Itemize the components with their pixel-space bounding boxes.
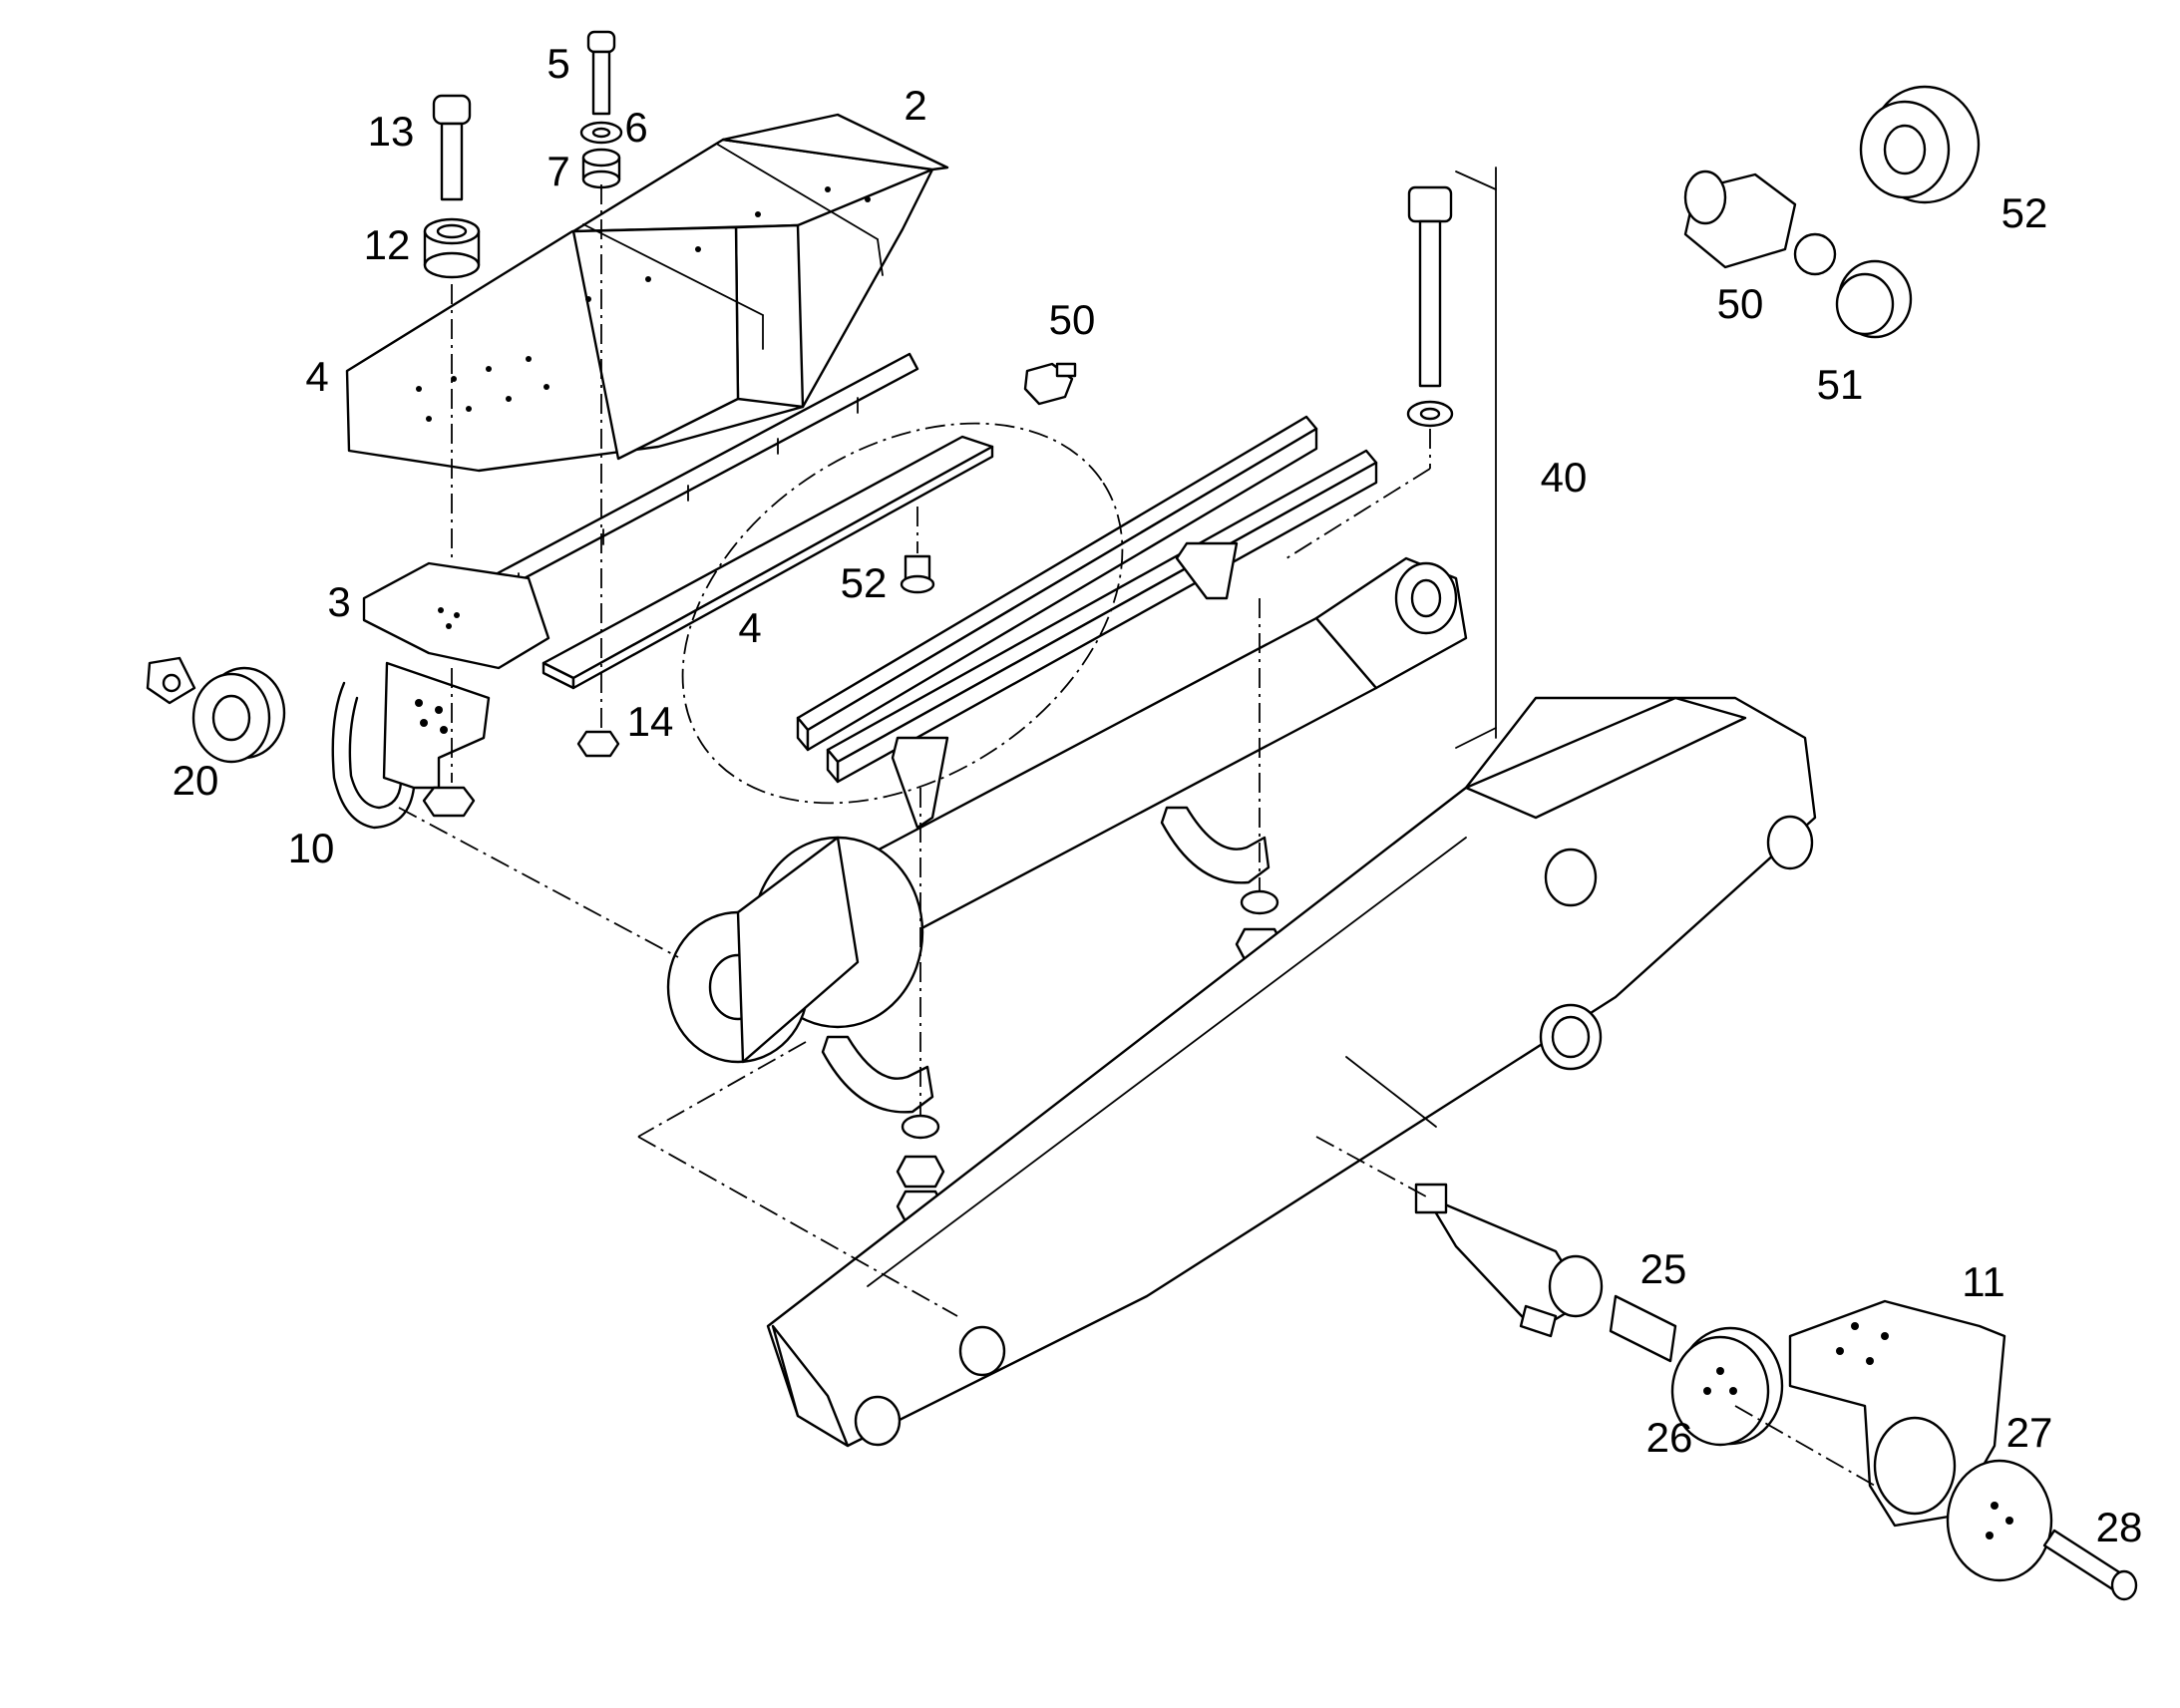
nut-bracket	[422, 786, 476, 818]
bolt-part-28	[2042, 1529, 2138, 1601]
cap-part-52	[900, 554, 935, 594]
bolt-part-5	[586, 30, 616, 116]
callout-12: 12	[363, 221, 411, 268]
disc-part-26	[1670, 1326, 1784, 1447]
callout-10: 10	[287, 825, 335, 871]
clamp-lower-left	[821, 1035, 934, 1114]
bolt-part-25	[1609, 1294, 1677, 1363]
washer-part-6	[579, 121, 623, 145]
callout-2: 2	[904, 82, 927, 129]
callout-28: 28	[2095, 1504, 2143, 1550]
callout-25: 25	[1639, 1245, 1687, 1292]
leader-40-top	[1455, 171, 1497, 190]
callout-4-mid: 4	[738, 604, 762, 651]
callout-13: 13	[367, 108, 415, 155]
plate-part-3	[362, 561, 550, 670]
callout-14: 14	[626, 698, 674, 745]
callout-52-center: 52	[840, 559, 888, 606]
pin-part-25	[1414, 1183, 1604, 1338]
cap-part-51	[1835, 259, 1913, 339]
clip-part-20	[146, 656, 196, 705]
grease-nipple-part-50-detail	[1683, 170, 1837, 276]
callout-6: 6	[624, 104, 648, 151]
nut-part-14-a	[576, 730, 620, 758]
grease-nipple-part-50	[1023, 362, 1077, 406]
callout-52-detail: 52	[2000, 189, 2048, 236]
bracket-part-10	[331, 661, 491, 830]
top-cover-part-2	[345, 113, 949, 473]
cap-part-52-detail	[1859, 85, 1981, 204]
callout-20: 20	[172, 757, 219, 804]
disc-part-27	[1946, 1459, 2053, 1582]
callout-26: 26	[1645, 1414, 1693, 1461]
callout-50-detail: 50	[1716, 280, 1764, 327]
callout-50-center: 50	[1048, 296, 1096, 343]
callout-51: 51	[1816, 361, 1864, 408]
callout-5: 5	[546, 40, 570, 87]
callout-40: 40	[1540, 454, 1588, 501]
bolt-part-40	[1406, 185, 1454, 428]
bushing-part-12	[423, 217, 481, 279]
leader-40-bottom	[1455, 727, 1497, 749]
bracket-part-11	[1788, 1299, 2006, 1528]
callout-4-top: 4	[305, 353, 329, 400]
clamp-lower-right	[1160, 806, 1271, 884]
bushing-part-7	[581, 148, 621, 189]
assembly-lines	[398, 184, 1876, 1487]
callout-27: 27	[2005, 1409, 2053, 1456]
hydraulic-cylinder	[666, 556, 1468, 1064]
slide-strip-part-4-lower	[542, 435, 994, 690]
callout-11: 11	[1962, 1258, 2005, 1305]
callout-7: 7	[546, 148, 570, 194]
bolt-part-13	[432, 94, 472, 201]
roller-part-20	[191, 666, 286, 764]
boom-arm	[766, 696, 1817, 1448]
callout-3: 3	[327, 578, 351, 625]
